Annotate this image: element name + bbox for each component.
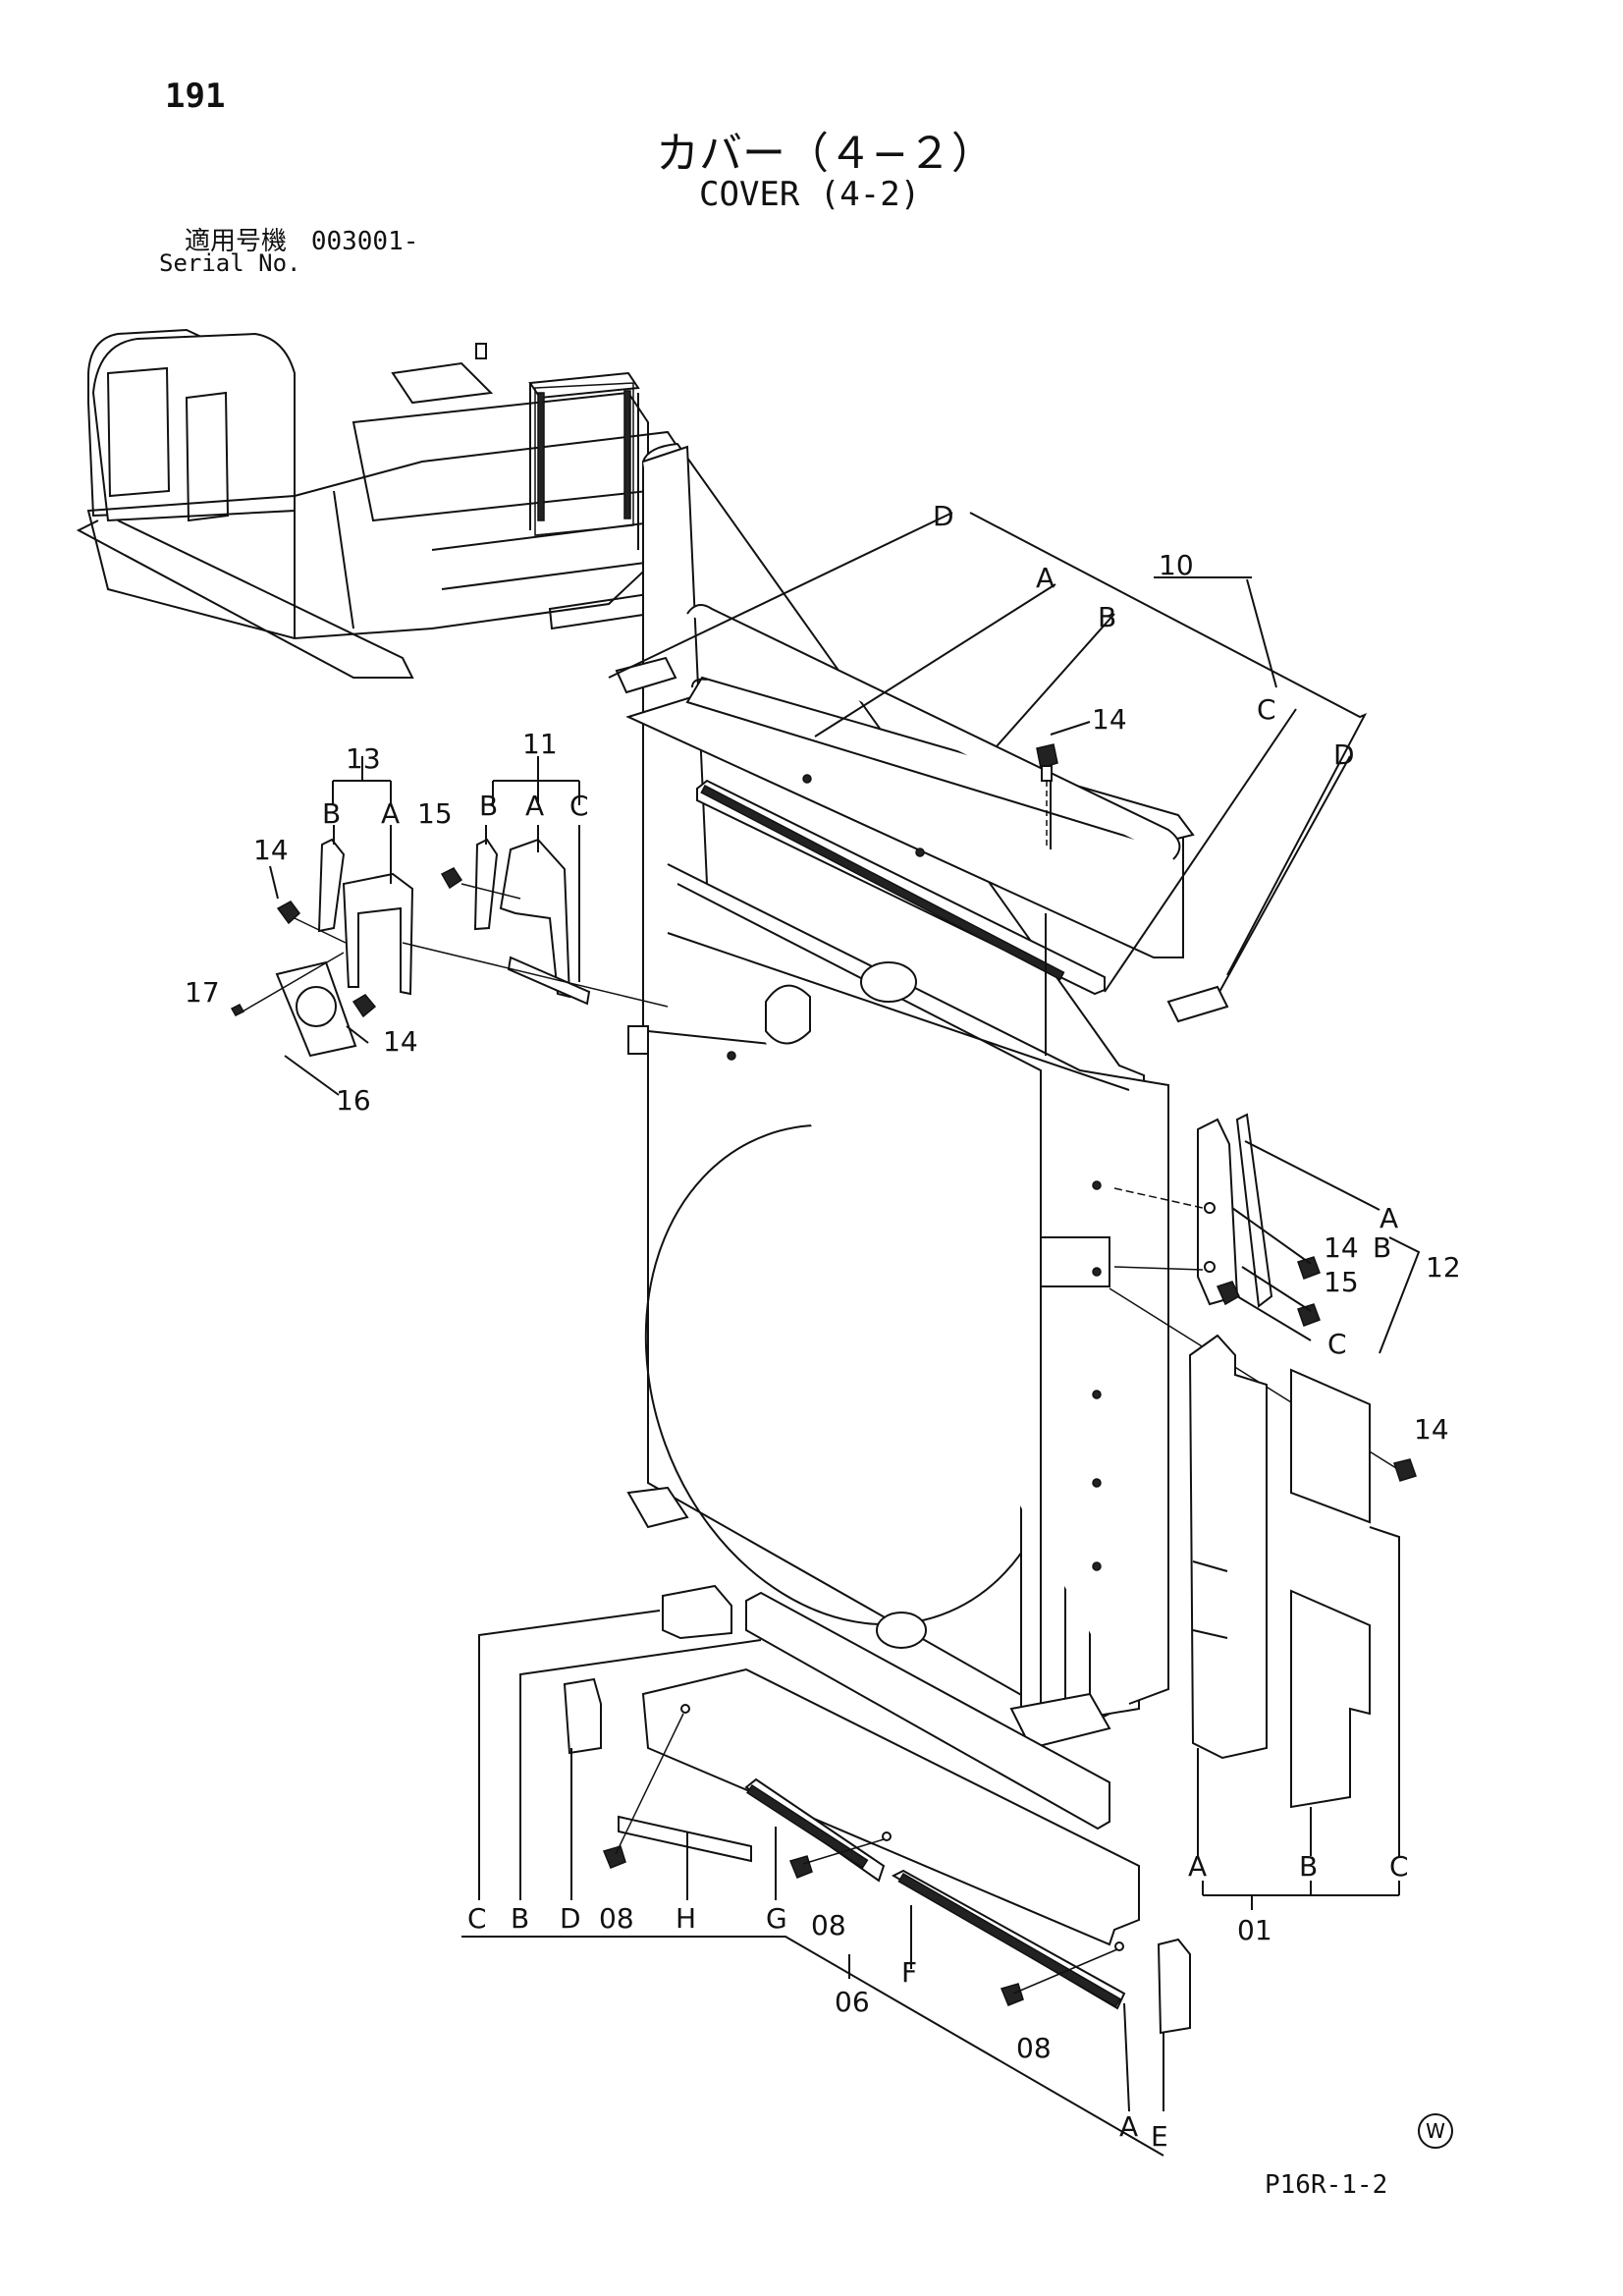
serial-label-english: Serial No. <box>159 249 301 277</box>
callout-01-c: C <box>1389 1850 1409 1883</box>
callout-11: 11 <box>522 728 558 760</box>
callout-06-c: C <box>467 1902 487 1935</box>
callout-16: 16 <box>336 1084 371 1117</box>
callout-13-a: A <box>381 797 400 830</box>
callout-10-b: B <box>1098 601 1116 633</box>
excavator-overview <box>76 328 688 679</box>
callout-08-3: 08 <box>1016 2032 1052 2064</box>
callout-08-1: 08 <box>599 1902 634 1935</box>
title-english: COVER (4-2) <box>699 175 921 214</box>
radiator-assembly <box>626 442 1169 1750</box>
serial-label-jp: 適用号機 <box>185 227 288 256</box>
callout-06-h: H <box>676 1902 696 1935</box>
callout-11-a: A <box>525 790 544 822</box>
callout-11-b: B <box>479 790 498 822</box>
callout-12-a: A <box>1380 1202 1398 1234</box>
page-number: 191 <box>165 77 226 116</box>
callout-10-d1: D <box>933 500 954 532</box>
callout-12-b: B <box>1373 1231 1391 1264</box>
callout-14-left: 14 <box>253 834 289 866</box>
callout-14-r2: 14 <box>1414 1413 1449 1446</box>
bracket-group-13 <box>230 838 414 1058</box>
callout-15-left: 15 <box>417 797 453 830</box>
callout-10-a: A <box>1036 562 1055 594</box>
callout-13: 13 <box>346 742 381 775</box>
callout-14-r1: 14 <box>1324 1231 1359 1264</box>
callout-01-b: B <box>1299 1850 1318 1883</box>
callout-12: 12 <box>1426 1251 1461 1284</box>
title-japanese: カバー（４−２） <box>656 129 995 179</box>
callout-06-d: D <box>560 1902 581 1935</box>
callout-06-g: G <box>766 1902 787 1935</box>
callout-06: 06 <box>835 1986 870 2018</box>
diagram-code: P16R-1-2 <box>1265 2170 1388 2200</box>
callout-11-c: C <box>569 790 589 822</box>
callout-13-b: B <box>322 797 341 830</box>
callout-10-d2: D <box>1333 738 1355 771</box>
callout-10-c: C <box>1257 693 1276 726</box>
callout-08-2: 08 <box>811 1909 846 1941</box>
callout-14-lower: 14 <box>383 1025 418 1058</box>
serial-label-japanese: 適用号機 003001- <box>185 221 418 257</box>
callout-12-c: C <box>1327 1328 1347 1360</box>
top-cover-group-10 <box>615 604 1229 1056</box>
callout-06-f: F <box>901 1956 917 1989</box>
callout-06-e: E <box>1151 2120 1168 2153</box>
w-mark-symbol: W <box>1418 2113 1453 2149</box>
callout-01-a: A <box>1188 1850 1207 1883</box>
callout-14-top: 14 <box>1092 703 1127 736</box>
bottom-cover-group-06 <box>563 1584 1191 2035</box>
callout-10: 10 <box>1159 549 1194 581</box>
bracket-group-12 <box>1113 1113 1321 1327</box>
serial-value: 003001- <box>310 227 419 256</box>
side-panel-group-01 <box>1188 1334 1371 1809</box>
callout-17: 17 <box>185 976 220 1009</box>
bolt-14-top <box>1036 743 1058 847</box>
callout-01: 01 <box>1237 1914 1272 1946</box>
callout-06-a: A <box>1119 2110 1138 2143</box>
callout-15-r: 15 <box>1324 1266 1359 1298</box>
callout-06-b: B <box>511 1902 529 1935</box>
bracket-group-11 <box>402 838 669 1008</box>
